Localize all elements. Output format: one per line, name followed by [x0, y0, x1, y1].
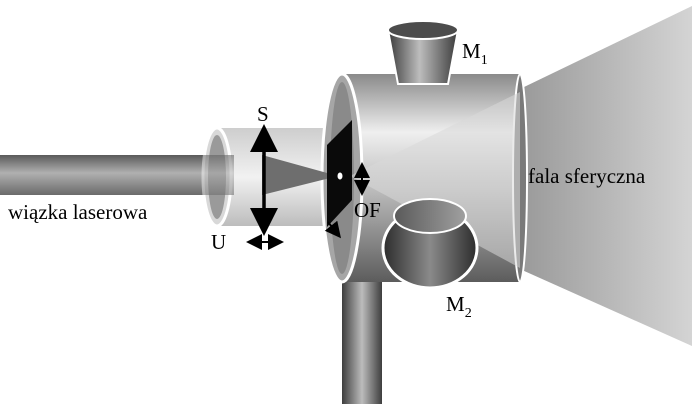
micrometer-2-letter: M	[446, 292, 465, 316]
label-laser-beam: wiązka laserowa	[8, 200, 148, 224]
label-lens-mount: U	[211, 230, 226, 254]
beam-in-tube	[200, 155, 234, 195]
converging-light	[262, 155, 338, 195]
micrometer-1-letter: M	[462, 39, 481, 63]
spherical-wave-cone	[522, 6, 692, 346]
pinhole-diagonal-arrow	[324, 220, 341, 239]
pinhole	[337, 172, 343, 180]
label-spherical-wave: fala sferyczna	[528, 164, 646, 188]
micrometer-1-index: 1	[481, 53, 488, 68]
support-post	[342, 282, 382, 404]
label-pinhole: OF	[354, 198, 381, 222]
label-micrometer-2: M2	[446, 292, 472, 321]
label-micrometer-1: M1	[462, 39, 488, 68]
micrometer-1-top	[387, 20, 459, 40]
laser-beam	[0, 155, 232, 195]
label-lens: S	[257, 102, 269, 126]
micrometer-2-cap	[393, 198, 467, 234]
micrometer-2-index: 2	[465, 306, 472, 321]
diverging-light	[350, 92, 520, 268]
